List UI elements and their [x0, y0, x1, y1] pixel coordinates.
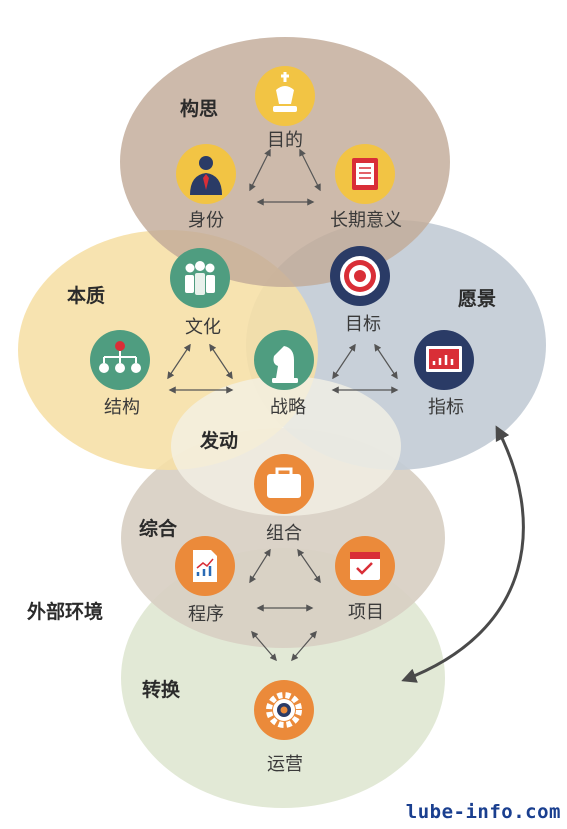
chess-knight-icon: [254, 330, 314, 390]
target-icon: [330, 246, 390, 306]
presentation-chart-icon: [414, 330, 474, 390]
briefcase-icon: [254, 454, 314, 514]
gouxiang-circle: [120, 37, 450, 287]
org-chart-icon: [90, 330, 150, 390]
group-label-zhuanhuan: 转换: [142, 678, 181, 701]
node-label-chengxu: 程序: [188, 604, 224, 625]
node-label-zuhe: 组合: [266, 523, 302, 544]
calendar-check-icon: [335, 536, 395, 596]
watermark-text: lube-info.com: [405, 801, 561, 823]
node-label-mudi: 目的: [267, 130, 303, 151]
node-label-xiangmu: 项目: [348, 602, 384, 623]
zhuanhuan-arrows: [251, 630, 317, 662]
benzhi-arrows: [167, 343, 234, 394]
yuanjing-arrows: [331, 343, 399, 394]
group-label-benzhi: 本质: [67, 284, 105, 307]
group-label-zonghe: 综合: [139, 517, 178, 540]
businessman-icon: [176, 144, 236, 204]
chess-king-icon: [255, 66, 315, 126]
gouxiang-arrows: [249, 148, 321, 206]
gear-icon: [254, 680, 314, 740]
node-label-shenfen: 身份: [188, 210, 224, 231]
node-label-yunying: 运营: [267, 754, 303, 775]
node-label-wenhua: 文化: [185, 317, 221, 338]
zonghe-arrows: [249, 548, 321, 612]
node-label-mubiao: 目标: [345, 314, 381, 335]
node-label-jiegou: 结构: [104, 397, 140, 418]
group-label-gouxiang: 构思: [180, 97, 218, 120]
group-label-yuanjing: 愿景: [458, 288, 496, 310]
node-label-zhibiao: 指标: [428, 397, 464, 418]
node-label-changqi: 长期意义: [330, 210, 402, 231]
feedback-curved-arrow: [401, 425, 525, 683]
fadong-circle: [171, 376, 401, 516]
node-label-zhanlue: 战略: [270, 397, 306, 418]
people-icon: [170, 248, 230, 308]
group-label-fadong: 发动: [199, 429, 238, 452]
document-icon: [335, 144, 395, 204]
group-label-waibu: 外部环境: [27, 600, 103, 623]
report-chart-icon: [175, 536, 235, 596]
